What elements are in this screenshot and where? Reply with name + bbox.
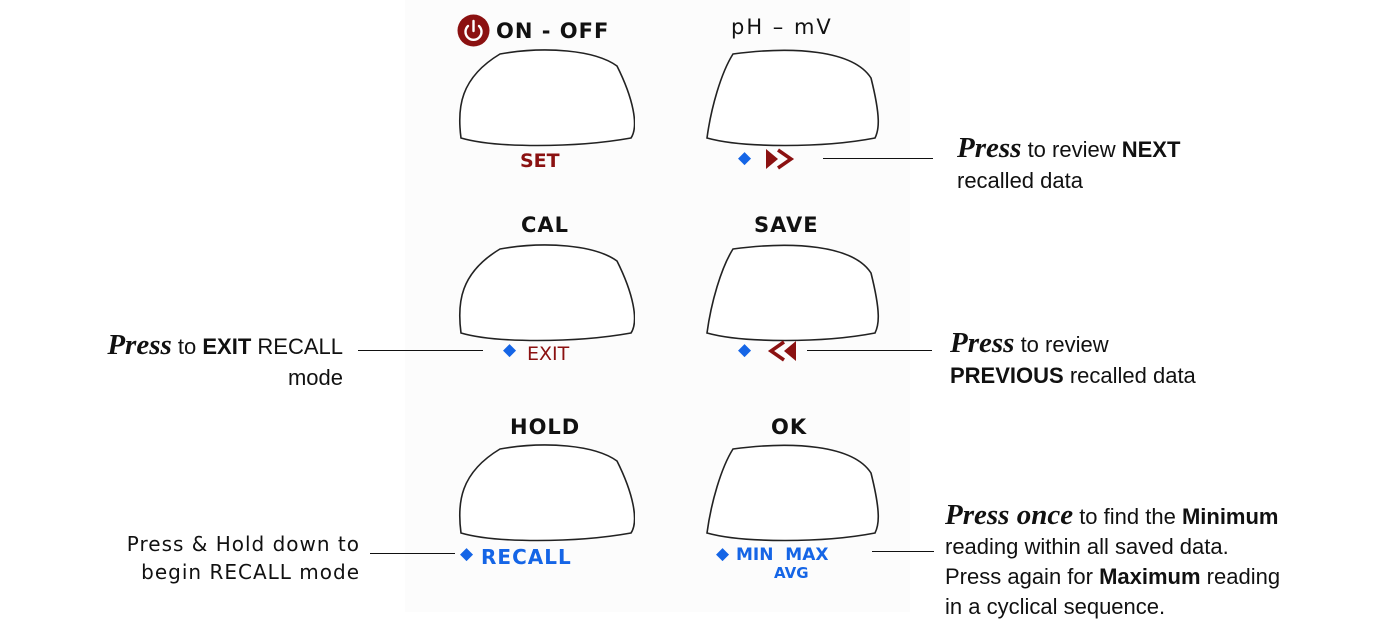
press-text: Press: [957, 132, 1022, 164]
previous-note: Press to review PREVIOUS recalled data: [950, 328, 1196, 391]
next-bold: NEXT: [1121, 137, 1181, 162]
on-off-key[interactable]: [455, 48, 635, 148]
press-text: Press: [950, 327, 1015, 359]
avg-label: AVG: [774, 564, 809, 582]
recall-label: RECALL: [481, 545, 572, 569]
diamond-icon: ◆: [738, 340, 752, 359]
set-label: SET: [520, 150, 560, 172]
ph-mv-key[interactable]: [703, 48, 883, 148]
exit-leader-line: [358, 350, 483, 351]
previous-leader-line: [807, 350, 932, 351]
press-text: Press: [107, 329, 172, 361]
min-max-label: MIN MAX: [736, 545, 829, 565]
recall-line-2: begin RECALL mode: [141, 560, 360, 584]
hold-key[interactable]: [455, 443, 635, 543]
exit-text-3: mode: [287, 365, 343, 390]
maximum-bold: Maximum: [1099, 564, 1201, 589]
minmax-text-5: in a cyclical sequence.: [945, 594, 1166, 619]
next-text-2: recalled data: [957, 168, 1083, 193]
on-off-label: ON - OFF: [496, 19, 610, 43]
previous-bold: PREVIOUS: [950, 363, 1064, 388]
exit-label: EXIT: [527, 343, 570, 365]
exit-note: Press to EXIT RECALL mode: [38, 330, 343, 393]
rewind-icon: [764, 338, 798, 369]
press-once-text: Press once: [945, 499, 1074, 531]
diamond-icon: ◆: [716, 544, 730, 563]
cal-key[interactable]: [455, 243, 635, 343]
recall-note: Press & Hold down to begin RECALL mode: [5, 530, 360, 586]
ph-mv-label: pH – mV: [731, 15, 833, 39]
minmax-text-3: Press again for: [945, 564, 1100, 589]
minmax-text-4: reading: [1200, 564, 1281, 589]
diamond-icon: ◆: [503, 340, 517, 359]
previous-text-1: to review: [1014, 332, 1109, 357]
minmax-text-2: reading within all saved data.: [945, 534, 1229, 559]
fast-forward-icon: [764, 146, 798, 177]
exit-text-2: RECALL: [251, 334, 343, 359]
ok-label: OK: [771, 415, 808, 439]
recall-line-1: Press & Hold down to: [126, 532, 360, 556]
recall-leader-line: [370, 553, 455, 554]
minimum-bold: Minimum: [1181, 504, 1279, 529]
next-text-1: to review: [1021, 137, 1122, 162]
minmax-text-1: to find the: [1073, 504, 1182, 529]
power-icon: [457, 14, 490, 47]
next-note: Press to review NEXT recalled data: [957, 133, 1180, 196]
diamond-icon: ◆: [738, 148, 752, 167]
save-label: SAVE: [754, 213, 819, 237]
exit-text-1: to: [171, 334, 203, 359]
save-key[interactable]: [703, 243, 883, 343]
ok-key[interactable]: [703, 443, 883, 543]
previous-text-2: recalled data: [1063, 363, 1196, 388]
exit-bold: EXIT: [202, 334, 252, 359]
minmax-leader-line: [872, 551, 934, 552]
next-leader-line: [823, 158, 933, 159]
cal-label: CAL: [521, 213, 570, 237]
hold-label: HOLD: [510, 415, 581, 439]
minmax-note: Press once to find the Minimum reading w…: [945, 500, 1280, 622]
diamond-icon: ◆: [460, 544, 474, 563]
